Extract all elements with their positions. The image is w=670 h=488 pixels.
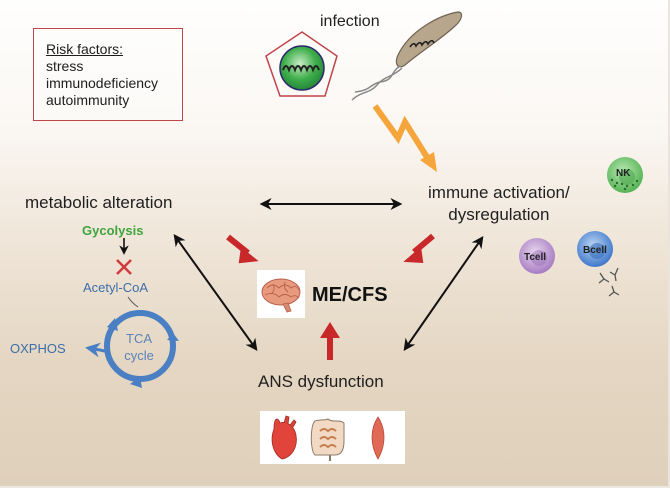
b-cell-label: Bcell	[583, 245, 607, 256]
immune-activation-label: immune activation/ dysregulation	[428, 182, 570, 226]
risk-factor-item: immunodeficiency	[46, 75, 159, 91]
red-arrow-from-metabolic	[226, 234, 259, 264]
risk-factors-title: Risk factors:	[46, 41, 124, 57]
tca-cycle-label: TCA cycle	[113, 330, 165, 364]
infection-label: infection	[320, 13, 380, 30]
tca-line2: cycle	[124, 348, 154, 363]
acetyl-coa-label: Acetyl-CoA	[83, 280, 149, 295]
nk-cell-icon: NK	[607, 157, 643, 193]
heart-icon	[271, 415, 297, 460]
antibody-icons	[598, 267, 620, 297]
t-cell-label: Tcell	[524, 252, 546, 263]
t-cell-icon: Tcell	[519, 238, 555, 274]
immune-label-line1: immune activation/	[428, 183, 570, 202]
immune-label-line2: dysregulation	[448, 205, 550, 224]
red-arrow-from-ans	[320, 322, 340, 360]
oxphos-label: OXPHOS	[10, 341, 66, 356]
b-cell-icon: Bcell	[577, 231, 613, 267]
metabolic-alteration-label: metabolic alteration	[25, 193, 173, 212]
tca-cycle-ring-icon	[85, 310, 179, 388]
glycolysis-label: Gycolysis	[82, 223, 144, 238]
organs-graphic	[271, 415, 385, 461]
risk-factors-box: Risk factors: stress immunodeficiency au…	[33, 28, 183, 121]
acetyl-connector	[127, 296, 139, 308]
risk-factor-item: stress	[46, 58, 84, 74]
intestine-icon	[310, 418, 345, 461]
me-cfs-label: ME/CFS	[312, 284, 388, 306]
bacterium-icon	[351, 11, 463, 101]
block-x-icon	[116, 259, 132, 275]
tca-line1: TCA	[126, 331, 152, 346]
lightning-arrow-icon	[372, 104, 437, 172]
red-arrow-from-immune	[403, 233, 435, 264]
nk-cell-label: NK	[616, 168, 631, 179]
organs-image	[260, 411, 405, 464]
arrow-metabolic-ans	[173, 234, 258, 351]
risk-factor-item: autoimmunity	[46, 92, 130, 108]
virus-icon	[265, 31, 338, 97]
brain-image	[257, 270, 305, 318]
muscle-icon	[371, 416, 385, 460]
ans-dysfunction-label: ANS dysfunction	[258, 372, 384, 391]
brain-icon	[261, 278, 301, 313]
arrow-immune-ans	[403, 236, 484, 351]
